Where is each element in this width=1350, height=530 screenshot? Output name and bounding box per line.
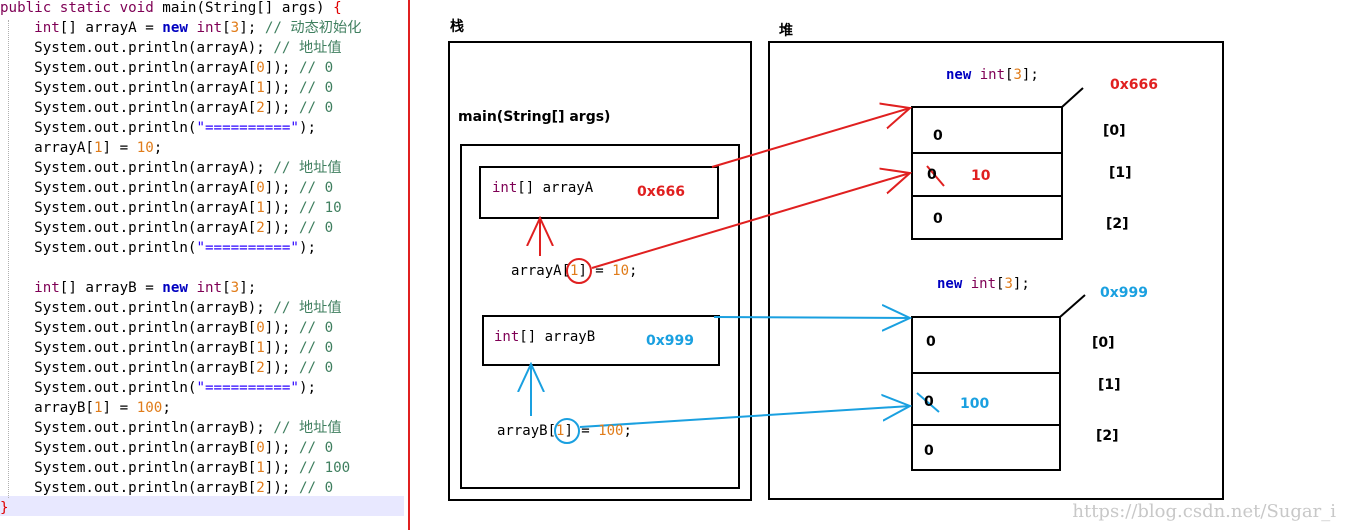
code-line: System.out.println(arrayB[2]); // 0 [0, 480, 334, 496]
heapA-cell-1: 0 [927, 167, 937, 183]
heapB-new-label: new int[3]; [937, 276, 1030, 292]
arrayB-assign: arrayB[1] = 100; [497, 423, 632, 439]
code-line: System.out.println(arrayA[1]); // 0 [0, 80, 334, 96]
stack-box [448, 41, 752, 501]
heapB-array-box [911, 316, 1061, 471]
code-line: arrayA[1] = 10; [0, 140, 163, 156]
heap-title: 堆 [779, 23, 793, 39]
code-line: System.out.println(arrayA[2]); // 0 [0, 220, 334, 236]
code-line: System.out.println(arrayB); // 地址值 [0, 420, 342, 436]
heapB-cell-0: 0 [926, 334, 936, 350]
arrayB-stack-address: 0x999 [646, 333, 694, 349]
heapB-cell-1: 0 [924, 394, 934, 410]
heapB-address: 0x999 [1100, 285, 1148, 301]
code-line: arrayB[1] = 100; [0, 400, 171, 416]
heapA-index-1: [1] [1109, 165, 1132, 181]
arrayA-var-label: int[] arrayA [492, 180, 594, 196]
panel-separator [408, 0, 410, 530]
arrayA-index-arrow [591, 173, 910, 269]
arrayA-index-circle [566, 258, 592, 284]
code-line: System.out.println(arrayB[0]); // 0 [0, 440, 334, 456]
arrayB-reference-arrow [713, 317, 910, 318]
arrayB-index-circle [554, 418, 580, 444]
code-line: System.out.println(arrayA[0]); // 0 [0, 180, 334, 196]
current-line-highlight [0, 496, 404, 516]
code-line: System.out.println(arrayB[0]); // 0 [0, 320, 334, 336]
main-frame-label: main(String[] args) [458, 109, 611, 125]
code-line: System.out.println(arrayA[2]); // 0 [0, 100, 334, 116]
code-line: System.out.println(arrayA); // 地址值 [0, 160, 342, 176]
code-line: System.out.println("=========="); [0, 120, 317, 136]
heapA-address: 0x666 [1110, 77, 1158, 93]
heapA-index-0: [0] [1103, 123, 1126, 139]
heapB-new-value: 100 [960, 396, 990, 412]
code-line: System.out.println(arrayB[1]); // 0 [0, 340, 334, 356]
arrayB-var-box [482, 315, 720, 366]
code-panel: public static void main(String[] args) {… [0, 0, 405, 530]
code-line: System.out.println("=========="); [0, 240, 317, 256]
heapA-cell-0: 0 [933, 128, 943, 144]
code-line: System.out.println(arrayB[2]); // 0 [0, 360, 334, 376]
arrayB-index-arrow [579, 406, 910, 428]
code-line: System.out.println("=========="); [0, 380, 317, 396]
heapA-new-label: new int[3]; [946, 67, 1039, 83]
arrayA-var-box [479, 166, 719, 219]
code-line: public static void main(String[] args) { [0, 0, 342, 16]
heapB-index-0: [0] [1092, 335, 1115, 351]
arrayB-strike [916, 392, 940, 413]
arrayA-assign: arrayA[1] = 10; [511, 263, 638, 279]
indent-guide [8, 20, 9, 498]
arrayB-var-label: int[] arrayB [494, 329, 596, 345]
watermark: https://blog.csdn.net/Sugar_i [1072, 501, 1336, 522]
heapB-index-2: [2] [1096, 428, 1119, 444]
heapA-cell-2: 0 [933, 211, 943, 227]
heapB-index-1: [1] [1098, 377, 1121, 393]
stack-title: 栈 [450, 19, 464, 35]
heapA-new-value: 10 [971, 168, 991, 184]
heapA-index-2: [2] [1106, 216, 1129, 232]
code-line: System.out.println(arrayB[1]); // 100 [0, 460, 351, 476]
heapB-cell-2: 0 [924, 443, 934, 459]
code-line: System.out.println(arrayA[1]); // 10 [0, 200, 342, 216]
code-line: int[] arrayB = new int[3]; [34, 280, 257, 296]
code-line: System.out.println(arrayA); // 地址值 [0, 40, 342, 56]
arrayA-reference-arrow [711, 108, 910, 168]
heap-box [768, 41, 1224, 500]
code-line: System.out.println(arrayB); // 地址值 [0, 300, 342, 316]
code-line: System.out.println(arrayA[0]); // 0 [0, 60, 334, 76]
code-line: } [0, 500, 9, 516]
arrayA-stack-address: 0x666 [637, 184, 685, 200]
code-line: int[] arrayA = new int[3]; // 动态初始化 [34, 20, 362, 36]
arrayA-strike [926, 165, 945, 187]
